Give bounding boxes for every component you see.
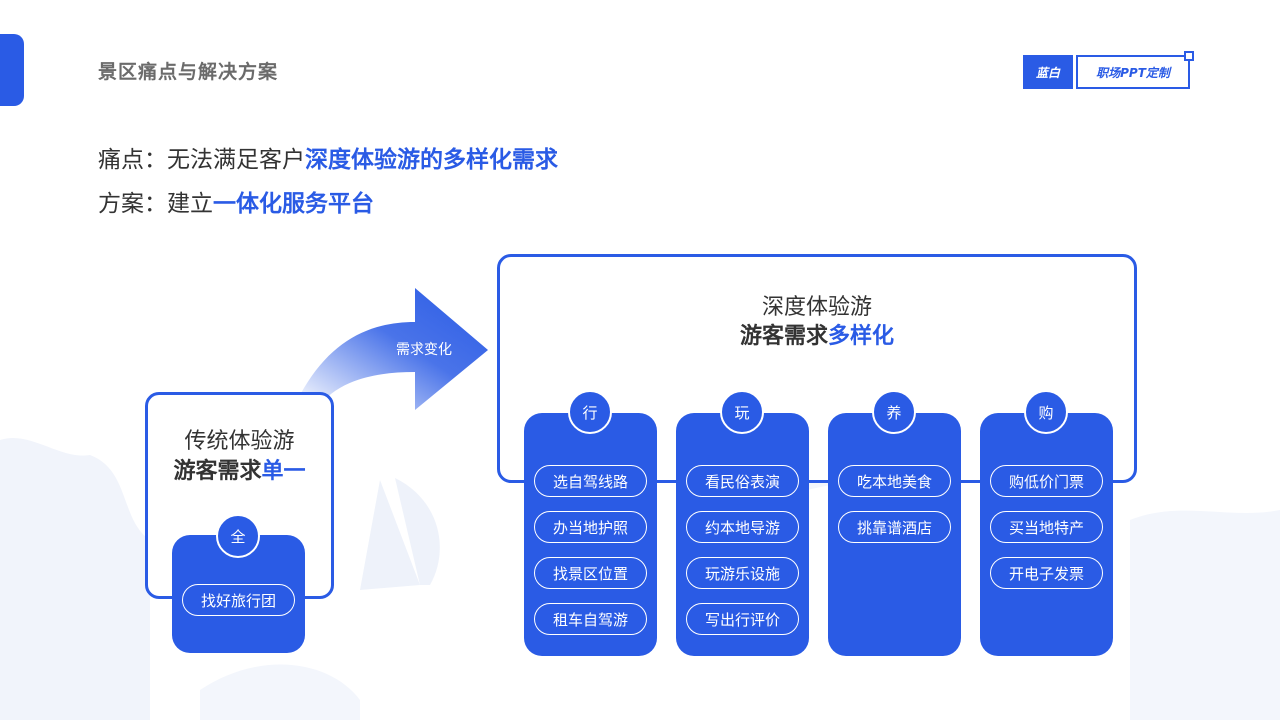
traditional-subtitle-plain: 游客需求 (173, 459, 262, 484)
brand-left: 蓝白 (1023, 55, 1073, 89)
column-shop-badge: 购 (1024, 390, 1068, 434)
brand-logo: 蓝白 职场PPT定制 (1023, 51, 1194, 89)
traditional-subtitle: 游客需求单一 (145, 453, 334, 485)
arrow-label: 需求变化 (396, 342, 452, 358)
slide-title: 景区痛点与解决方案 (98, 61, 279, 83)
solution-statement: 方案：建立一体化服务平台 (98, 184, 374, 218)
traditional-title: 传统体验游 (184, 429, 295, 454)
column-rest-badge: 养 (872, 390, 916, 434)
deep-subtitle: 游客需求多样化 (497, 318, 1137, 350)
left-accent-bar (0, 34, 24, 106)
column-travel-badge: 行 (568, 390, 612, 434)
column-play-item: 看民俗表演 (686, 465, 799, 497)
column-play-item: 约本地导游 (686, 511, 799, 543)
traditional-badge: 全 (216, 514, 260, 558)
traditional-subtitle-highlight: 单一 (261, 459, 306, 484)
column-shop-item: 买当地特产 (990, 511, 1103, 543)
demand-change-arrow (300, 288, 488, 410)
solution-highlight: 一体化服务平台 (213, 191, 374, 217)
column-rest-item: 挑靠谱酒店 (838, 511, 951, 543)
column-play-item: 玩游乐设施 (686, 557, 799, 589)
solution-label: 方案： (98, 191, 167, 217)
brand-right: 职场PPT定制 (1076, 51, 1194, 89)
deep-subtitle-highlight: 多样化 (828, 324, 895, 349)
column-rest-item: 吃本地美食 (838, 465, 951, 497)
pain-statement: 痛点：无法满足客户深度体验游的多样化需求 (98, 140, 558, 174)
deep-subtitle-plain: 游客需求 (739, 324, 828, 349)
column-shop-item: 开电子发票 (990, 557, 1103, 589)
traditional-item: 找好旅行团 (182, 584, 295, 616)
brand-right-text: 职场PPT定制 (1096, 65, 1170, 80)
column-travel-item: 找景区位置 (534, 557, 647, 589)
solution-text: 建立 (167, 191, 213, 217)
column-travel-item: 租车自驾游 (534, 603, 647, 635)
deep-title: 深度体验游 (761, 295, 872, 320)
column-travel-item: 办当地护照 (534, 511, 647, 543)
pain-highlight: 深度体验游的多样化需求 (305, 147, 558, 173)
pain-label: 痛点： (98, 147, 167, 173)
column-play-item: 写出行评价 (686, 603, 799, 635)
column-travel-item: 选自驾线路 (534, 465, 647, 497)
column-shop-item: 购低价门票 (990, 465, 1103, 497)
column-play-badge: 玩 (720, 390, 764, 434)
brand-corner (1184, 51, 1194, 61)
pain-text: 无法满足客户 (167, 147, 305, 173)
